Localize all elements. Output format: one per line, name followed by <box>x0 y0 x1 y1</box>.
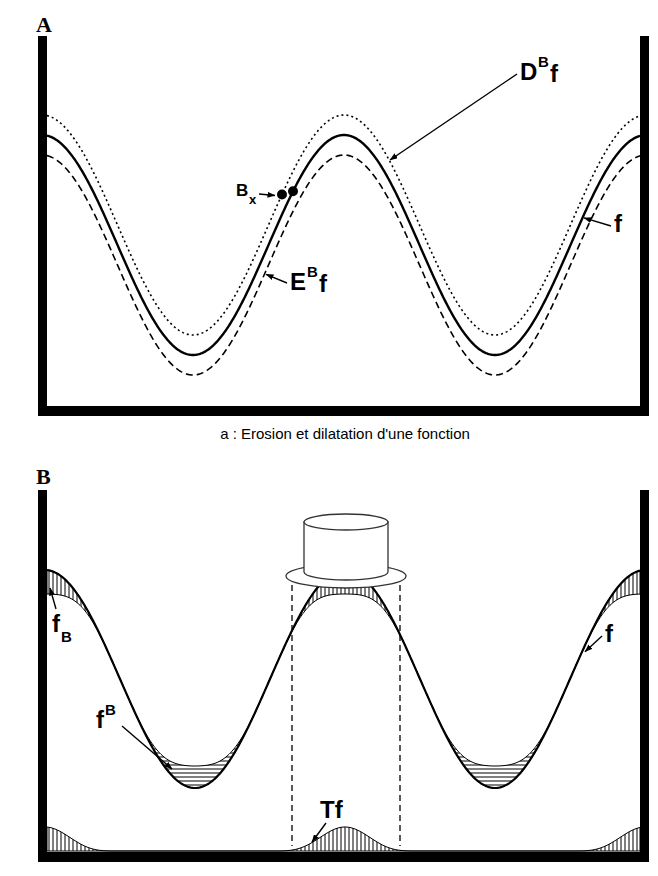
leader-line <box>266 274 287 283</box>
frame-bar <box>38 490 47 862</box>
superscript: B <box>307 264 318 279</box>
figure-caption: a : Erosion et dilatation d'une fonction <box>220 426 470 441</box>
function-label: f <box>52 612 60 636</box>
leader-line <box>585 636 602 652</box>
element-label: B <box>236 182 248 199</box>
operator-label: E <box>290 270 306 294</box>
subscript: B <box>61 629 72 644</box>
function-label: f <box>96 708 104 732</box>
function-curve <box>47 570 640 788</box>
leader-line <box>122 726 172 769</box>
function-label: f <box>550 62 558 86</box>
dilation-curve <box>47 115 640 335</box>
frame-bar <box>38 406 649 416</box>
guide-line <box>399 585 400 846</box>
erosion-curve <box>47 155 640 375</box>
panel-letter: B <box>36 466 51 488</box>
transform-label: Tf <box>320 798 343 822</box>
leader-line <box>312 823 326 842</box>
leader-line <box>50 588 56 609</box>
frame-bar <box>38 852 649 862</box>
function-label: f <box>614 212 622 236</box>
subscript: x <box>249 193 256 206</box>
panel-letter: A <box>36 14 52 36</box>
superscript: B <box>538 54 549 69</box>
superscript: B <box>105 702 116 717</box>
guide-line <box>291 585 292 846</box>
function-curve <box>47 135 640 355</box>
hat-symbol <box>286 514 406 588</box>
closing-hatch <box>47 570 640 788</box>
structuring-dot <box>288 186 298 196</box>
operator-label: D <box>520 60 537 84</box>
leader-line <box>259 194 275 196</box>
frame-bar <box>640 36 649 416</box>
function-label: f <box>605 622 613 646</box>
top-hat-hatch <box>47 827 640 851</box>
structuring-dot <box>277 190 287 200</box>
function-label: f <box>319 272 327 296</box>
frame-bar <box>38 36 47 416</box>
leader-line <box>584 218 611 226</box>
leader-line <box>390 74 517 160</box>
frame-bar <box>640 490 649 862</box>
opening-hatch <box>47 570 640 788</box>
